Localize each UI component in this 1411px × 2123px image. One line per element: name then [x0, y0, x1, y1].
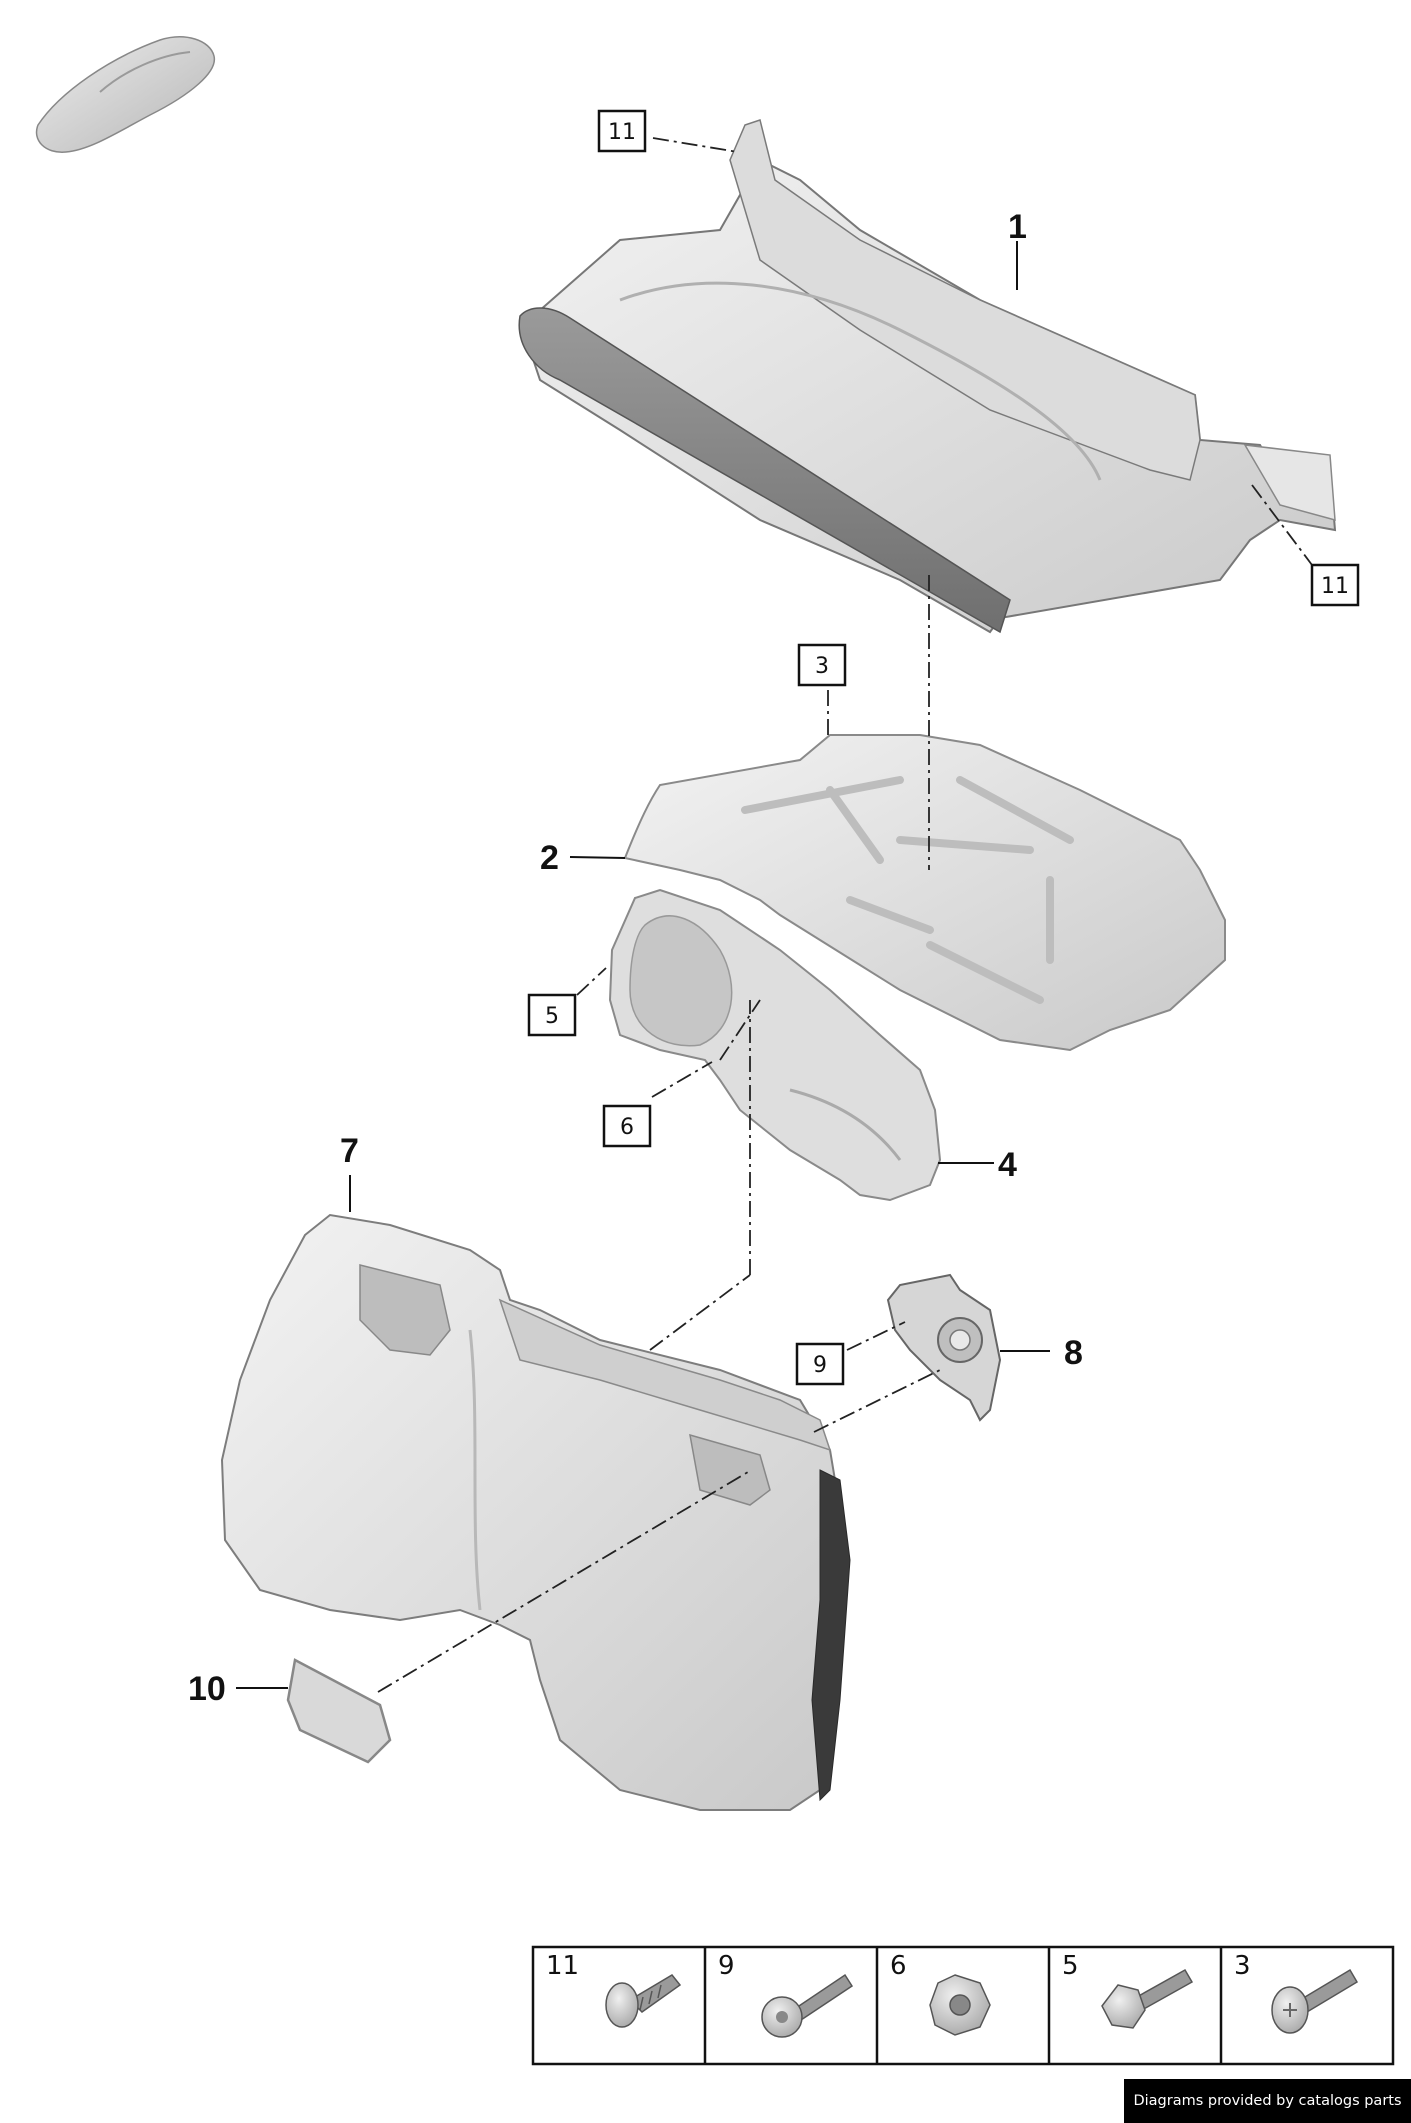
svg-text:6: 6: [890, 1951, 907, 1981]
callout-box-11-top: 11: [597, 109, 647, 153]
hex-nut-icon: [929, 1974, 991, 2036]
vehicle-thumbnail-icon: [35, 36, 216, 153]
callout-2: 2: [540, 839, 559, 877]
callout-10: 10: [188, 1670, 226, 1708]
svg-text:11: 11: [608, 120, 636, 145]
fastener-legend: 11 9 6 5: [531, 1945, 1395, 2066]
hex-flange-bolt-icon: [1101, 1968, 1194, 2029]
part-2-panel: [623, 734, 1226, 1052]
svg-text:9: 9: [813, 1353, 827, 1378]
callout-box-6: 6: [602, 1104, 652, 1148]
callout-box-9: 9: [795, 1342, 845, 1386]
part-4-insulation: [608, 888, 942, 1202]
svg-text:3: 3: [1234, 1951, 1251, 1981]
callout-box-11-right: 11: [1310, 563, 1360, 607]
footer-text: Diagrams provided by catalogs parts: [1133, 2093, 1402, 2109]
callout-4: 4: [998, 1146, 1017, 1184]
torx-screw-icon: [1271, 1968, 1359, 2034]
legend-cell-6: 6: [890, 1951, 991, 2036]
part-8-bracket: [886, 1273, 1002, 1422]
callout-box-3: 3: [797, 643, 847, 687]
assembly-lines: [377, 137, 1313, 1693]
callout-box-5: 5: [527, 993, 577, 1037]
legend-cell-5: 5: [1062, 1951, 1194, 2029]
attribution-footer: Diagrams provided by catalogs parts: [1124, 2079, 1411, 2123]
callout-8: 8: [1064, 1334, 1083, 1372]
svg-text:5: 5: [1062, 1951, 1079, 1981]
legend-cell-9: 9: [718, 1951, 854, 2038]
legend-cell-3: 3: [1234, 1951, 1359, 2034]
part-1-rear-shelf: [518, 119, 1337, 634]
part-10-cover: [286, 1658, 392, 1764]
svg-text:11: 11: [1321, 574, 1349, 599]
svg-text:3: 3: [815, 654, 829, 679]
svg-text:5: 5: [545, 1004, 559, 1029]
leader-lines: [236, 241, 1050, 1689]
flange-screw-icon: [605, 1974, 682, 2028]
callout-7: 7: [340, 1132, 359, 1170]
svg-text:9: 9: [718, 1951, 735, 1981]
svg-text:11: 11: [546, 1951, 579, 1981]
part-7-trim-panel: [220, 1213, 851, 1811]
svg-text:6: 6: [620, 1115, 634, 1140]
long-bolt-icon: [761, 1973, 854, 2038]
callout-1: 1: [1008, 208, 1027, 246]
legend-cell-11: 11: [546, 1951, 682, 2028]
